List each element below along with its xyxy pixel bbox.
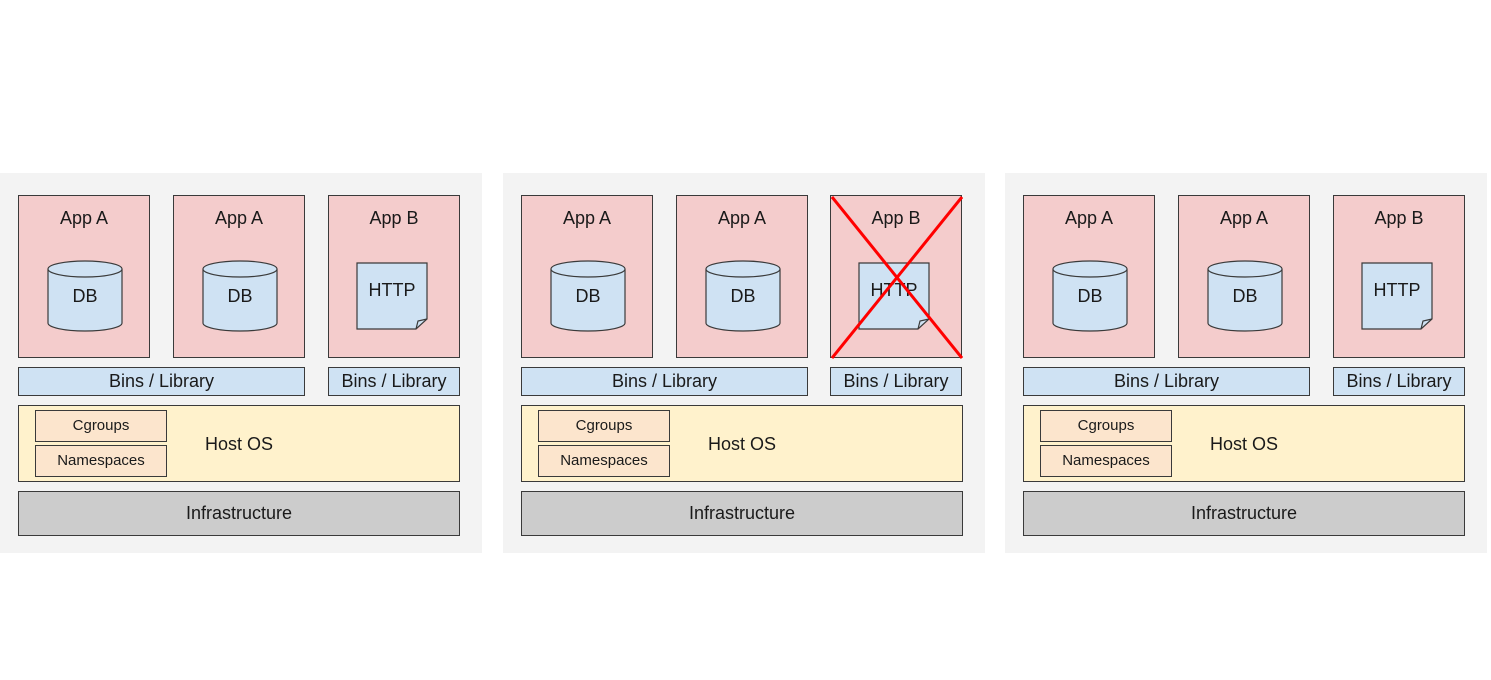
namespaces-box: Namespaces xyxy=(35,445,167,477)
app-label: App A xyxy=(1219,208,1269,228)
app-a-container-2: App A DB xyxy=(1178,195,1310,358)
database-icon: DB xyxy=(47,260,123,332)
http-label: HTTP xyxy=(1373,280,1421,300)
app-label: App A xyxy=(562,208,612,228)
infrastructure-layer: Infrastructure xyxy=(521,491,963,536)
db-label: DB xyxy=(1077,286,1103,306)
host-os-layer: Cgroups Namespaces Host OS xyxy=(18,405,460,482)
host-os-label: Host OS xyxy=(1210,434,1279,454)
bins-library-shared: Bins / Library xyxy=(1023,367,1310,396)
database-icon: DB xyxy=(705,260,781,332)
bins-library-shared: Bins / Library xyxy=(521,367,808,396)
db-label: DB xyxy=(1232,286,1258,306)
database-icon: DB xyxy=(1052,260,1128,332)
container-host-panel-1: App A DB App A DB App B HTTP Bi xyxy=(0,173,482,553)
namespaces-box: Namespaces xyxy=(1040,445,1172,477)
app-label: App A xyxy=(1064,208,1114,228)
db-label: DB xyxy=(72,286,98,306)
host-os-layer: Cgroups Namespaces Host OS xyxy=(1023,405,1465,482)
app-a-container-2: App A DB xyxy=(676,195,808,358)
infrastructure-layer: Infrastructure xyxy=(1023,491,1465,536)
http-label: HTTP xyxy=(368,280,416,300)
app-a-container-1: App A DB xyxy=(18,195,150,358)
container-host-panel-3: App A DB App A DB App B HTTP Bi xyxy=(1005,173,1487,553)
bins-library-single: Bins / Library xyxy=(1333,367,1465,396)
namespaces-box: Namespaces xyxy=(538,445,670,477)
app-label: App A xyxy=(717,208,767,228)
infrastructure-layer: Infrastructure xyxy=(18,491,460,536)
app-label: App A xyxy=(214,208,264,228)
host-os-layer: Cgroups Namespaces Host OS xyxy=(521,405,963,482)
app-b-container-failed: App B HTTP xyxy=(830,195,963,359)
cgroups-box: Cgroups xyxy=(1040,410,1172,442)
app-a-container-1: App A DB xyxy=(521,195,653,358)
db-label: DB xyxy=(575,286,601,306)
cgroups-box: Cgroups xyxy=(35,410,167,442)
database-icon: DB xyxy=(1207,260,1283,332)
app-b-container: App B HTTP xyxy=(328,195,460,358)
app-a-container-1: App A DB xyxy=(1023,195,1155,358)
container-host-panel-2: App A DB App A DB App B HTTP xyxy=(503,173,985,553)
bins-library-single: Bins / Library xyxy=(328,367,460,396)
db-label: DB xyxy=(730,286,756,306)
db-label: DB xyxy=(227,286,253,306)
app-b-container: App B HTTP xyxy=(1333,195,1465,358)
cgroups-box: Cgroups xyxy=(538,410,670,442)
document-page-icon: HTTP xyxy=(1361,262,1433,330)
app-label: App B xyxy=(1374,208,1424,228)
bins-library-shared: Bins / Library xyxy=(18,367,305,396)
host-os-label: Host OS xyxy=(708,434,777,454)
bins-library-single: Bins / Library xyxy=(830,367,962,396)
app-label: App B xyxy=(871,208,921,228)
app-label: App A xyxy=(59,208,109,228)
database-icon: DB xyxy=(202,260,278,332)
host-os-label: Host OS xyxy=(205,434,274,454)
app-a-container-2: App A DB xyxy=(173,195,305,358)
document-page-icon: HTTP xyxy=(356,262,428,330)
database-icon: DB xyxy=(550,260,626,332)
app-label: App B xyxy=(369,208,419,228)
red-x-icon xyxy=(831,196,963,359)
